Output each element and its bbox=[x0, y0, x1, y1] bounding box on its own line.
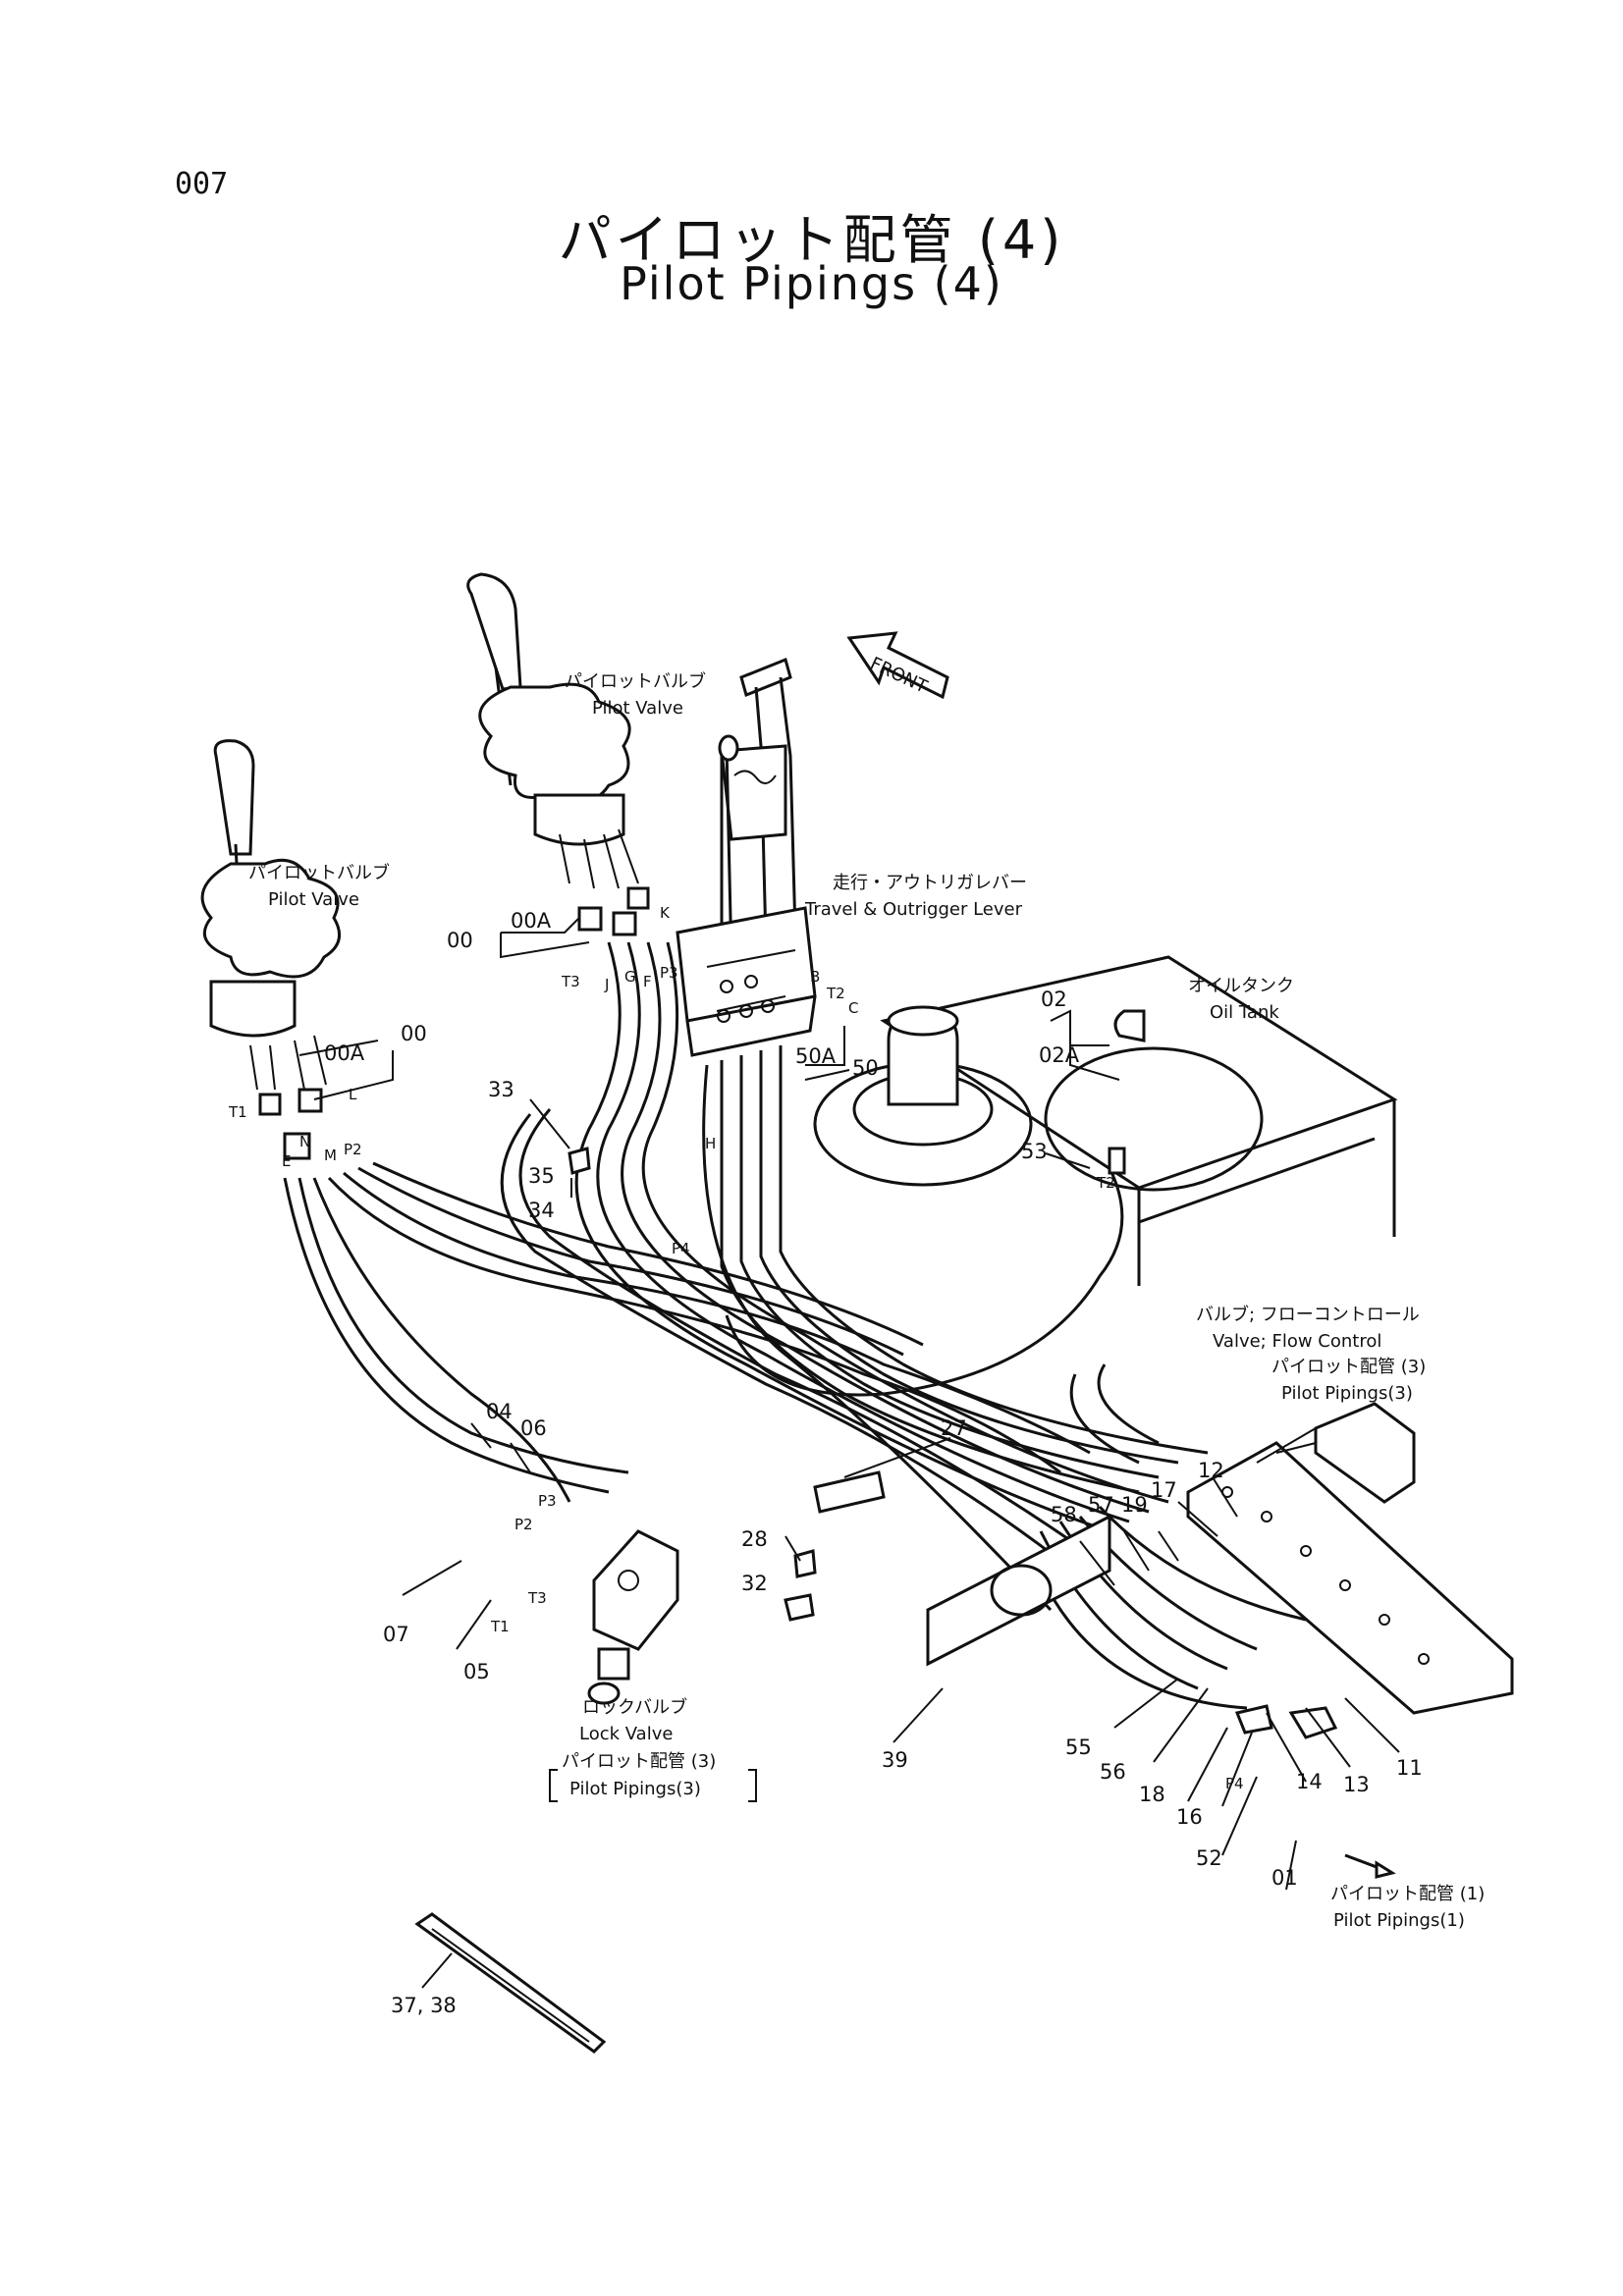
part-number-56: 56 bbox=[1100, 1760, 1126, 1784]
part-number-33: 33 bbox=[488, 1078, 514, 1101]
part-number-02a: 02A bbox=[1039, 1043, 1080, 1067]
port-k: K bbox=[660, 904, 671, 922]
port-p4: P4 bbox=[672, 1240, 690, 1257]
part-number-35: 35 bbox=[528, 1164, 555, 1188]
part-number-14: 14 bbox=[1296, 1770, 1323, 1793]
pilot-valve-left bbox=[200, 739, 342, 1160]
port-m: M bbox=[324, 1147, 337, 1164]
part-number-32: 32 bbox=[741, 1572, 768, 1595]
part-number-00-right: 00 bbox=[447, 929, 473, 952]
travel-outrigger-lever bbox=[676, 657, 817, 1057]
part-number-05: 05 bbox=[463, 1660, 490, 1683]
part-number-00a-left: 00A bbox=[324, 1041, 365, 1065]
port-t2-lever: T2 bbox=[826, 985, 845, 1002]
port-l: L bbox=[349, 1086, 357, 1103]
page-title-japanese: パイロット配管 (4) bbox=[558, 209, 1065, 271]
front-arrow: FRONT bbox=[846, 631, 949, 700]
part-number-07: 07 bbox=[383, 1623, 409, 1646]
pilot-hose-bundle bbox=[283, 941, 1307, 1710]
part-number-50: 50 bbox=[852, 1056, 879, 1080]
port-n: N bbox=[299, 1133, 310, 1150]
part-number-37-38: 37, 38 bbox=[391, 1994, 457, 2017]
pilot-valve-right-jp: パイロットバルブ bbox=[565, 670, 706, 692]
port-p2-lock: P2 bbox=[514, 1516, 533, 1533]
flow-control-jp: バルブ; フローコントロール bbox=[1196, 1304, 1420, 1325]
part-number-17: 17 bbox=[1151, 1478, 1177, 1502]
part-number-50a: 50A bbox=[795, 1044, 837, 1068]
flow-control-ref-jp: パイロット配管 (3) bbox=[1271, 1357, 1426, 1377]
part-number-13: 13 bbox=[1343, 1773, 1370, 1796]
port-f: F bbox=[643, 973, 652, 990]
port-h: H bbox=[705, 1135, 716, 1152]
part-number-34: 34 bbox=[528, 1199, 555, 1222]
port-t1-left: T1 bbox=[228, 1103, 247, 1121]
port-c: C bbox=[848, 999, 858, 1017]
port-t3-right: T3 bbox=[561, 973, 580, 990]
part-number-01: 01 bbox=[1271, 1866, 1298, 1890]
part-number-18: 18 bbox=[1139, 1783, 1165, 1806]
part-number-19: 19 bbox=[1121, 1493, 1148, 1517]
pilot-valve-left-jp: パイロットバルブ bbox=[248, 862, 390, 883]
part-number-02: 02 bbox=[1041, 988, 1067, 1011]
travel-lever-en: Travel & Outrigger Lever bbox=[804, 899, 1023, 920]
part-number-06: 06 bbox=[520, 1416, 547, 1440]
port-g: G bbox=[624, 968, 636, 986]
port-p4-end: P4 bbox=[1225, 1775, 1244, 1792]
port-e: E bbox=[282, 1152, 291, 1170]
flow-control-en: Valve; Flow Control bbox=[1213, 1331, 1381, 1352]
lock-valve bbox=[587, 1529, 679, 1705]
port-j: J bbox=[604, 976, 609, 993]
part-number-58: 58 bbox=[1051, 1503, 1077, 1526]
port-b: B bbox=[810, 968, 820, 986]
port-t3-lock: T3 bbox=[527, 1589, 547, 1607]
oil-tank-jp: オイルタンク bbox=[1188, 976, 1294, 996]
part-number-39: 39 bbox=[882, 1748, 908, 1772]
page-title-english: Pilot Pipings (4) bbox=[620, 257, 1003, 310]
page-number: 007 bbox=[175, 167, 229, 201]
pilot-valve-left-en: Pilot Valve bbox=[268, 889, 359, 910]
part-number-11: 11 bbox=[1396, 1756, 1423, 1780]
manifold-blocks bbox=[926, 1402, 1514, 1715]
part-number-28: 28 bbox=[741, 1527, 768, 1551]
part-number-27: 27 bbox=[941, 1416, 967, 1440]
leader-lines bbox=[298, 917, 1400, 1989]
part-number-53: 53 bbox=[1021, 1140, 1048, 1163]
pilot-valve-right-en: Pilot Valve bbox=[592, 698, 683, 719]
part-number-04: 04 bbox=[486, 1400, 513, 1423]
part-number-55: 55 bbox=[1065, 1735, 1092, 1759]
part-number-57: 57 bbox=[1088, 1493, 1114, 1517]
lock-valve-ref-jp: パイロット配管 (3) bbox=[562, 1751, 716, 1772]
pilot-pipings-1-en: Pilot Pipings(1) bbox=[1333, 1910, 1465, 1931]
flow-control-ref-en: Pilot Pipings(3) bbox=[1281, 1383, 1413, 1404]
pilot-valve-right bbox=[466, 572, 650, 936]
part-number-52: 52 bbox=[1196, 1846, 1222, 1870]
travel-lever-jp: 走行・アウトリガレバー bbox=[833, 873, 1027, 893]
lock-valve-ref-en: Pilot Pipings(3) bbox=[569, 1779, 701, 1799]
port-t2-tank: T2 bbox=[1096, 1174, 1115, 1192]
fittings bbox=[414, 1009, 1338, 2054]
pilot-pipings-1-jp: パイロット配管 (1) bbox=[1330, 1884, 1485, 1904]
port-p3-lock: P3 bbox=[538, 1492, 557, 1510]
part-number-00a-right: 00A bbox=[511, 909, 552, 933]
port-p3: P3 bbox=[660, 964, 678, 982]
port-t1-lock: T1 bbox=[490, 1618, 510, 1635]
oil-tank bbox=[813, 955, 1398, 1286]
part-number-12: 12 bbox=[1198, 1459, 1224, 1482]
lock-valve-en: Lock Valve bbox=[579, 1724, 673, 1744]
port-p2: P2 bbox=[344, 1141, 362, 1158]
oil-tank-en: Oil Tank bbox=[1210, 1002, 1279, 1023]
part-number-00-left: 00 bbox=[401, 1022, 427, 1045]
lock-valve-jp: ロックバルブ bbox=[582, 1696, 687, 1718]
part-number-16: 16 bbox=[1176, 1805, 1203, 1829]
